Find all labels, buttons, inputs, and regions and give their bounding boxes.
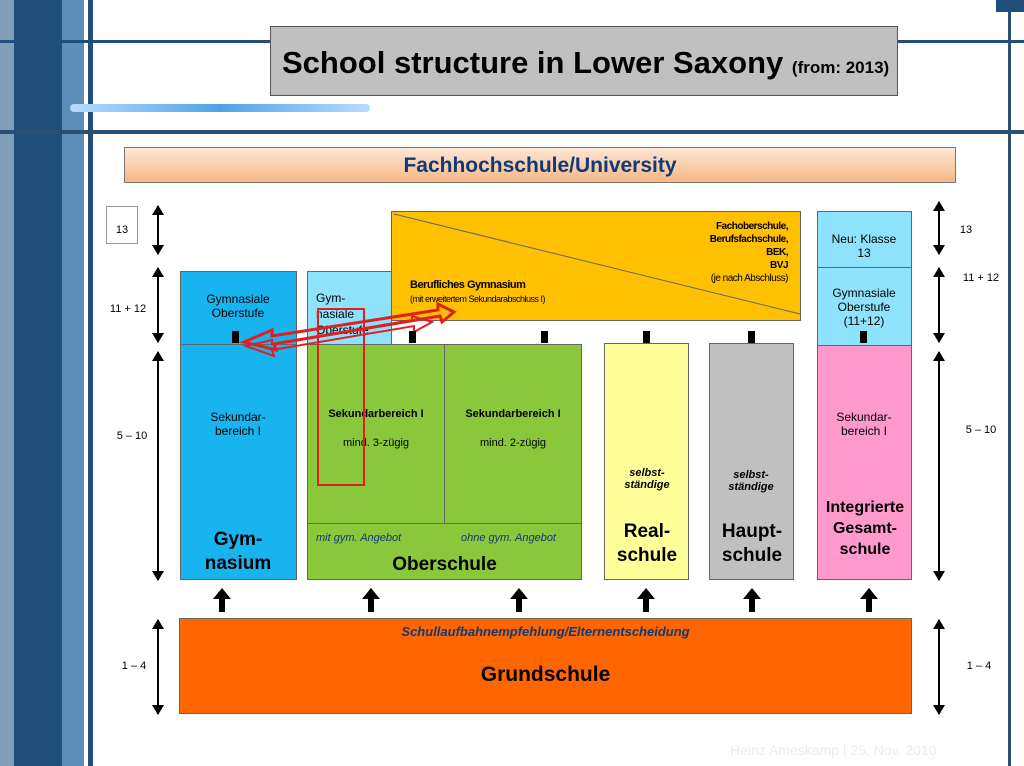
oberschule-left-sub: mind. 3-zügig xyxy=(342,437,410,449)
realschule-box xyxy=(604,343,689,580)
oberschule-name: Oberschule xyxy=(392,554,497,575)
grade-11-12-right: 11 + 12 xyxy=(962,272,1000,284)
realschule-note: selbst- ständige xyxy=(624,467,670,491)
oberschule-right-sub: mind. 2-zügig xyxy=(479,437,547,449)
range-arrow-13-right xyxy=(933,201,945,255)
tick-hauptschule xyxy=(748,331,755,343)
hauptschule-note: selbst- ständige xyxy=(728,469,774,493)
grade-13-right: 13 xyxy=(959,224,973,236)
tick-oberschule xyxy=(409,331,416,343)
up-arrow-oberschule-left xyxy=(362,588,380,612)
school-berufsfachschule: Berufsfachschule, xyxy=(709,234,789,245)
range-arrow-510-left xyxy=(152,351,164,581)
oberschule-left-box xyxy=(307,344,445,524)
university-box: Fachhochschule/University xyxy=(124,147,956,183)
decor-line xyxy=(0,130,1024,134)
up-arrow-realschule xyxy=(637,588,655,612)
igs-lower-box xyxy=(817,345,912,580)
decor-strip xyxy=(62,0,84,766)
grade-5-10-left: 5 – 10 xyxy=(116,430,148,442)
grade-13-left: 13 xyxy=(115,224,129,236)
hauptschule-name: Haupt- schule xyxy=(721,521,783,566)
range-arrow-14-right xyxy=(933,619,945,715)
vocational-schools-box: Fachoberschule, Berufsfachschule, BEK, B… xyxy=(391,211,801,321)
oberschule-with-gym: mit gym. Angebot xyxy=(316,532,402,544)
grade-1-4-left: 1 – 4 xyxy=(121,660,147,672)
highlight-rectangle xyxy=(317,308,365,486)
igs-neu-box xyxy=(817,211,912,268)
grundschule-note: Schullaufbahnempfehlung/Elternentscheidu… xyxy=(401,624,690,639)
oberschule-left-title: Sekundarbereich I xyxy=(328,408,424,420)
grade-11-12-left: 11 + 12 xyxy=(109,303,147,315)
oberschule-right-title: Sekundarbereich I xyxy=(465,408,561,420)
decor-strip xyxy=(14,0,62,766)
decor-strip xyxy=(0,0,14,766)
diagonal-divider xyxy=(393,213,801,315)
oberschule-bottom-box xyxy=(307,523,582,580)
grade-5-10-right: 5 – 10 xyxy=(965,424,997,436)
up-arrow-igs xyxy=(860,588,878,612)
range-arrow-14-left xyxy=(152,619,164,715)
range-arrow-13-left xyxy=(152,205,164,255)
school-bek: BEK, xyxy=(766,247,788,258)
igs-lower-label: Sekundar- bereich I xyxy=(836,410,892,438)
realschule-name: Real- schule xyxy=(616,521,678,566)
school-fachoberschule: Fachoberschule, xyxy=(716,221,788,232)
school-bvj: BVJ xyxy=(770,260,788,271)
bg-note: (mit erweitertem Sekundarabschluss I) xyxy=(410,294,546,304)
title-main: School structure in Lower Saxony xyxy=(282,45,784,80)
oberschule-right-box xyxy=(444,344,582,524)
tick-vocational xyxy=(541,331,548,343)
tick-igs xyxy=(860,331,867,343)
grade-13-box-left xyxy=(106,206,138,244)
gymnasium-lower-box xyxy=(180,344,297,580)
title-box xyxy=(270,26,898,96)
igs-upper-label: Gymnasiale Oberstufe (11+12) xyxy=(832,286,896,328)
school-note: (je nach Abschluss) xyxy=(710,273,789,284)
grundschule-box xyxy=(179,618,912,714)
range-arrow-510-right xyxy=(933,351,945,581)
igs-name: Integrierte Gesamt- schule xyxy=(825,499,905,558)
up-arrow-gymnasium xyxy=(213,588,231,612)
oberschule-without-gym: ohne gym. Angebot xyxy=(461,532,556,544)
vocational-schools-list: Fachoberschule, Berufsfachschule, BEK, B… xyxy=(709,220,789,285)
transfer-arrows xyxy=(239,301,457,358)
grundschule-name: Grundschule xyxy=(480,663,611,686)
up-arrow-oberschule-right xyxy=(510,588,528,612)
tick-realschule xyxy=(643,331,650,343)
gymnasium-lower-label: Sekundar- bereich I xyxy=(210,410,266,438)
gymnasium-name: Gym- nasium xyxy=(204,529,272,574)
bg-title: Berufliches Gymnasium xyxy=(410,279,526,291)
tick-gymnasium xyxy=(232,331,239,343)
igs-neu-label: Neu: Klasse 13 xyxy=(831,232,897,260)
footer-credit: Heinz Ameskamp | 25. Nov. 2010 xyxy=(730,742,937,758)
berufliches-gymnasium-label: Berufliches Gymnasium (mit erweitertem S… xyxy=(410,278,546,306)
decor-glow xyxy=(70,104,370,112)
range-arrow-1112-left xyxy=(152,267,164,343)
gymnasium-upper-label: Gymnasiale Oberstufe xyxy=(206,292,270,320)
title-sub: (from: 2013) xyxy=(791,58,890,77)
range-arrow-1112-right xyxy=(933,267,945,343)
up-arrow-hauptschule xyxy=(743,588,761,612)
decor-corner xyxy=(996,0,1024,12)
decor-strip xyxy=(88,0,93,766)
page-title: School structure in Lower Saxony (from: … xyxy=(282,45,889,81)
hauptschule-box xyxy=(709,343,794,580)
grade-1-4-right: 1 – 4 xyxy=(966,660,992,672)
decor-line xyxy=(1008,0,1011,766)
